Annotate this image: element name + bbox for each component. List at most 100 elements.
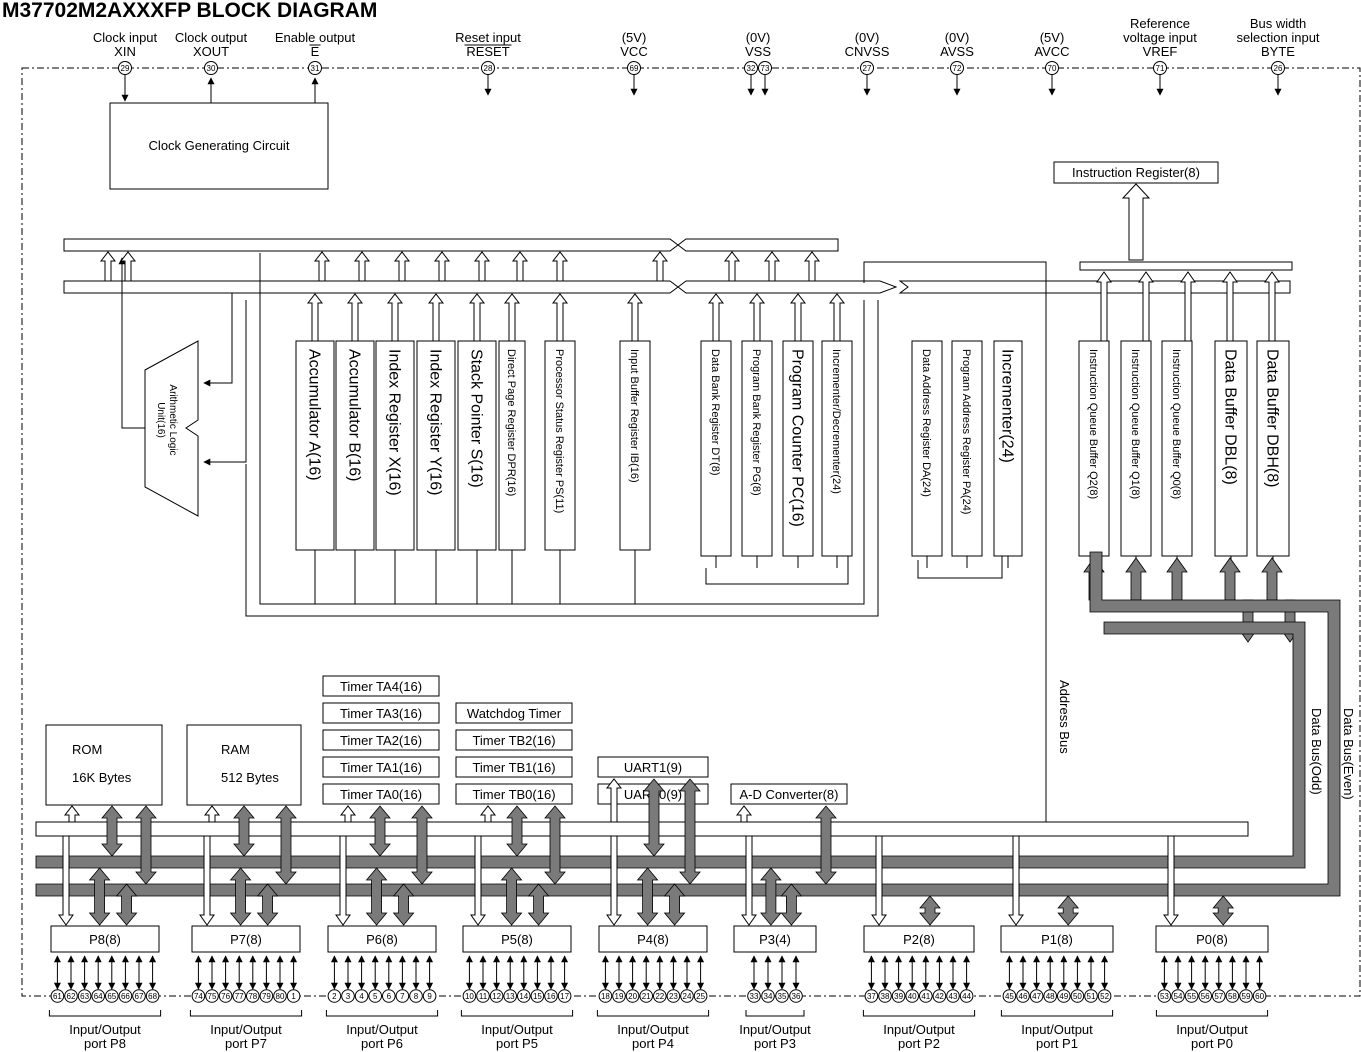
timer-timer-ta3-16 xyxy=(322,702,440,724)
port-pin-circle xyxy=(639,989,654,1003)
port-pin-number: 50 xyxy=(1073,992,1082,1001)
register-index-register-y-16: Index Register Y(16) xyxy=(416,293,456,604)
register-box xyxy=(741,340,773,557)
pin-number: 73 xyxy=(761,64,770,73)
timer-timer-ta1-16-label: Timer TA1(16) xyxy=(340,760,422,775)
register-index-register-x-16: Index Register X(16) xyxy=(375,293,415,604)
uart1-9-label: UART1(9) xyxy=(624,760,682,775)
port-pin-circle xyxy=(747,989,761,1003)
port-pin-circle xyxy=(462,989,477,1003)
register-data-buffer-dbl-8: Data Buffer DBL(8) xyxy=(1214,340,1248,568)
bus-transfer-arrow xyxy=(473,251,491,282)
port-pin-circle xyxy=(1016,989,1030,1003)
port-pin-circle xyxy=(191,989,206,1003)
register-output-arrow xyxy=(748,293,766,342)
register-output-arrow xyxy=(626,293,644,342)
port-pin-circle xyxy=(232,989,246,1003)
port-name: P7(8) xyxy=(230,932,262,947)
timer-timer-ta0-16 xyxy=(322,783,440,805)
rom-size: 16K Bytes xyxy=(72,770,132,785)
pin-number-circle xyxy=(1045,61,1059,75)
pin-name-label: XIN xyxy=(114,44,136,59)
port-pin-number: 12 xyxy=(492,992,501,1001)
port-pin-number: 8 xyxy=(414,992,419,1001)
port-pin-circle xyxy=(864,989,879,1003)
pin-number-circle xyxy=(627,61,641,75)
port-pin-number: 78 xyxy=(248,992,257,1001)
timer-timer-ta4-16 xyxy=(322,675,440,697)
timerb-address-arrow xyxy=(479,805,497,823)
port-pin-number: 74 xyxy=(194,992,203,1001)
port-data-arrow-even xyxy=(1057,895,1080,926)
port-pin-number: 20 xyxy=(628,992,637,1001)
register-label: Data Buffer DBL(8) xyxy=(1221,349,1238,485)
port-pin-number: 77 xyxy=(235,992,244,1001)
register-program-counter-pc-16: Program Counter PC(16) xyxy=(782,293,814,568)
port-pin-circle xyxy=(1029,989,1044,1003)
port-data-arrow-even xyxy=(780,883,803,926)
pin-number-circle xyxy=(481,61,495,75)
port-pin-number: 61 xyxy=(53,992,62,1001)
port-label-line2: port P6 xyxy=(361,1036,403,1051)
rom-name: ROM xyxy=(72,742,102,757)
port-pin-circle xyxy=(666,989,681,1003)
port-pin-circle xyxy=(64,989,78,1003)
pin-number-circle xyxy=(950,61,964,75)
port-pin-number: 53 xyxy=(1160,992,1169,1001)
register-label: Stack Pointer S(16) xyxy=(467,349,484,488)
port-pin-circle xyxy=(517,989,531,1003)
register-output-arrow xyxy=(346,293,364,342)
port-pin-circle xyxy=(1198,989,1212,1003)
diagram-title: M37702M2AXXXFP BLOCK DIAGRAM xyxy=(2,0,377,22)
port-pin-number: 23 xyxy=(669,992,678,1001)
ram-data-arrow-even xyxy=(275,805,297,885)
arithmetic-logic-unit xyxy=(144,340,199,517)
port-label-line2: port P0 xyxy=(1191,1036,1233,1051)
port-pin-circle xyxy=(489,989,504,1003)
register-box xyxy=(1214,340,1248,557)
pin-function-label: (0V) xyxy=(855,30,880,45)
port-pin-number: 35 xyxy=(778,992,787,1001)
port-address-arrow xyxy=(871,835,887,926)
pin-name-label: VREF xyxy=(1143,44,1178,59)
data-bus-odd xyxy=(35,621,1306,869)
register-program-bank-register-pg-8: Program Bank Register PG(8) xyxy=(741,293,773,568)
port-box xyxy=(327,925,437,953)
port-pin-number: 79 xyxy=(262,992,271,1001)
port-box xyxy=(598,925,708,953)
port-pin-circle xyxy=(218,989,233,1003)
port-pin-number: 41 xyxy=(921,992,930,1001)
port-pin-number: 36 xyxy=(792,992,801,1001)
timer-timer-ta0-16-label: Timer TA0(16) xyxy=(340,787,422,802)
port-pin-circle xyxy=(246,989,260,1003)
port-name: P8(8) xyxy=(89,932,121,947)
bus-transfer-arrow xyxy=(651,251,669,282)
pin-name-label: BYTE xyxy=(1261,44,1295,59)
register-label: Accumulator B(16) xyxy=(345,349,362,482)
port-pin-number: 19 xyxy=(615,992,624,1001)
port-label-line1: Input/Output xyxy=(739,1022,811,1037)
port-pin-number: 9 xyxy=(427,992,432,1001)
port-pin-circle xyxy=(205,989,219,1003)
pin-function-label: Clock output xyxy=(175,30,248,45)
port-data-arrow-even xyxy=(663,883,686,926)
pin-number: 71 xyxy=(1156,64,1165,73)
register-box xyxy=(375,340,415,551)
register-output-arrow xyxy=(828,293,846,342)
port-pin-number: 44 xyxy=(962,992,971,1001)
port-pin-circle xyxy=(693,989,708,1003)
port-pin-number: 4 xyxy=(359,992,364,1001)
port-bracket xyxy=(325,1010,439,1017)
port-data-arrow-even xyxy=(392,883,415,926)
timer-timer-ta4-16-label: Timer TA4(16) xyxy=(340,679,422,694)
pin-number-circle xyxy=(758,61,772,75)
port-pin-number: 51 xyxy=(1087,992,1096,1001)
port-label-line1: Input/Output xyxy=(346,1022,418,1037)
data-bus-arrow xyxy=(1261,557,1283,601)
port-pin-number: 15 xyxy=(533,992,542,1001)
port-pin-number: 21 xyxy=(642,992,651,1001)
